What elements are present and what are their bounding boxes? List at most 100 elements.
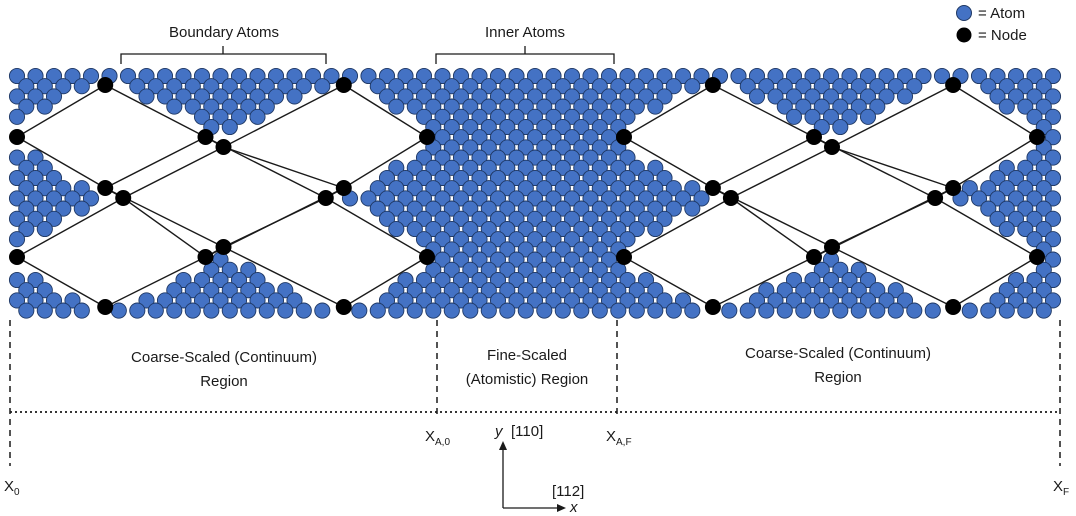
atom — [841, 271, 858, 289]
atom — [804, 108, 821, 125]
atom — [554, 282, 571, 299]
atom — [1026, 149, 1043, 166]
atom — [656, 88, 673, 105]
mesh-node — [927, 190, 944, 206]
atom — [1044, 251, 1062, 268]
atom — [240, 261, 257, 278]
label-xa0: XA,0 — [425, 428, 450, 448]
atom — [563, 251, 581, 268]
atom — [1007, 210, 1025, 227]
atom — [323, 67, 340, 85]
atom — [156, 67, 174, 85]
atom — [832, 302, 849, 319]
atom — [545, 67, 562, 85]
atom — [1017, 200, 1034, 217]
atom — [489, 210, 507, 227]
region-boundaries — [9, 320, 1061, 466]
atom — [545, 292, 562, 309]
atom — [471, 231, 488, 248]
atom — [832, 98, 849, 115]
mesh-edge — [343, 84, 428, 138]
atom — [767, 292, 784, 309]
atom — [1044, 271, 1062, 289]
atom — [378, 190, 396, 207]
atom — [175, 88, 192, 105]
atom — [610, 200, 627, 217]
mesh-edge — [623, 197, 732, 258]
atom — [369, 180, 386, 197]
atom — [415, 108, 433, 125]
atom — [249, 271, 266, 289]
atom — [647, 78, 664, 95]
atom — [1017, 78, 1034, 95]
atom — [471, 251, 488, 268]
atom — [397, 88, 414, 105]
atom — [499, 241, 516, 258]
atom — [434, 149, 451, 166]
atom — [369, 200, 386, 217]
atom — [221, 302, 238, 319]
atom — [240, 78, 257, 95]
atom — [582, 88, 599, 105]
atom — [8, 292, 26, 309]
atom — [425, 159, 442, 176]
atom — [277, 302, 294, 319]
atom — [471, 271, 488, 289]
atom — [18, 180, 35, 197]
atom — [656, 169, 673, 187]
y-axis-direction: [110] — [511, 423, 543, 440]
coordinate-axes: y [110] [112] x — [494, 423, 584, 516]
atom — [961, 180, 978, 197]
atom — [795, 78, 812, 95]
atom — [18, 159, 35, 176]
atom — [850, 78, 867, 95]
atom — [573, 302, 590, 319]
atom — [397, 271, 414, 289]
atom — [526, 231, 544, 248]
atom — [526, 190, 544, 207]
mesh-node — [215, 139, 232, 155]
atom — [637, 88, 655, 105]
atom — [600, 67, 618, 85]
atom — [1044, 108, 1062, 125]
atom — [563, 129, 581, 146]
atom — [425, 180, 442, 197]
boundary-atoms-label: Boundary Atoms — [169, 24, 279, 41]
atom — [277, 78, 294, 95]
atom — [785, 108, 803, 125]
atom — [970, 67, 988, 85]
atom — [1035, 78, 1052, 95]
atom — [45, 169, 63, 187]
atom — [545, 231, 562, 248]
atom — [526, 129, 544, 146]
legend-node-label: = Node — [978, 27, 1027, 44]
atom — [582, 129, 599, 146]
atom — [499, 78, 516, 95]
atom — [841, 88, 858, 105]
atom — [443, 200, 460, 217]
x-axis-direction: [112] — [552, 483, 584, 500]
atom — [258, 98, 275, 115]
atom — [674, 292, 692, 309]
atom — [434, 67, 451, 85]
atom — [545, 271, 562, 289]
atom — [822, 67, 840, 85]
mesh-node — [704, 180, 721, 196]
atom — [536, 180, 553, 197]
mesh-edge — [952, 136, 1038, 189]
atom — [221, 98, 238, 115]
atom — [832, 78, 849, 95]
atom — [619, 292, 636, 309]
atom — [480, 282, 497, 299]
atom — [443, 118, 460, 136]
mesh-edge — [831, 84, 954, 148]
atom — [813, 302, 830, 319]
atom — [832, 261, 849, 278]
atom — [693, 190, 710, 207]
atom — [536, 159, 553, 176]
atom — [27, 169, 44, 187]
atom — [610, 220, 627, 238]
mesh-node — [197, 249, 214, 265]
atom — [193, 271, 211, 289]
